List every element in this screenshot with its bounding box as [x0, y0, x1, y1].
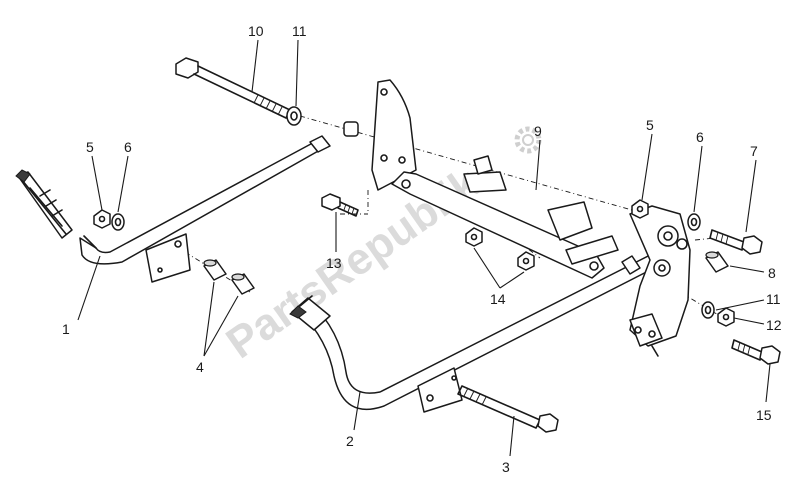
part-1-stand-tube-left [15, 137, 323, 283]
callout-11-top: 11 [292, 23, 307, 39]
part-5-nut-left [93, 209, 111, 229]
part-hinge-bracket [629, 205, 691, 357]
callout-8: 8 [768, 265, 776, 281]
part-10-bolt [175, 57, 291, 119]
callout-4: 4 [196, 359, 204, 375]
callout-14: 14 [490, 291, 506, 307]
callout-15: 15 [756, 407, 772, 423]
callout-12: 12 [766, 317, 782, 333]
part-3-bolt [457, 385, 559, 433]
callout-5-left: 5 [86, 139, 94, 155]
callout-7: 7 [750, 143, 758, 159]
callout-1: 1 [62, 321, 70, 337]
part-11-washer-top [286, 106, 302, 126]
part-6-washer-right [687, 213, 701, 231]
callout-6-left: 6 [124, 139, 132, 155]
part-8-bushing [705, 251, 729, 273]
callouts: 1 2 3 4 5 5 6 6 7 8 9 10 11 11 12 13 14 … [62, 23, 782, 475]
callout-13: 13 [326, 255, 342, 271]
part-6-washer-left [111, 213, 125, 231]
leader-lines [77, 39, 771, 457]
part-15-bolt [731, 339, 781, 365]
part-12-nut [717, 307, 735, 327]
part-9-bracket [391, 155, 619, 279]
part-7-bolt [709, 229, 763, 255]
part-4-bushing-left [203, 259, 227, 281]
gear-icon [514, 126, 542, 154]
part-14-nut-lower [517, 251, 535, 271]
callout-2: 2 [346, 433, 354, 449]
callout-3: 3 [502, 459, 510, 475]
part-5-nut-right [631, 199, 649, 219]
callout-6-right: 6 [696, 129, 704, 145]
callout-11-right: 11 [766, 291, 781, 307]
part-13-bolt [321, 193, 359, 217]
part-4-bushing-right [231, 273, 255, 295]
part-14-nut-upper [465, 227, 483, 247]
part-mounting-plate-upper [309, 79, 417, 191]
callout-5-right: 5 [646, 117, 654, 133]
callout-10: 10 [248, 23, 264, 39]
part-11-washer-right [701, 301, 715, 319]
callout-9: 9 [534, 123, 542, 139]
